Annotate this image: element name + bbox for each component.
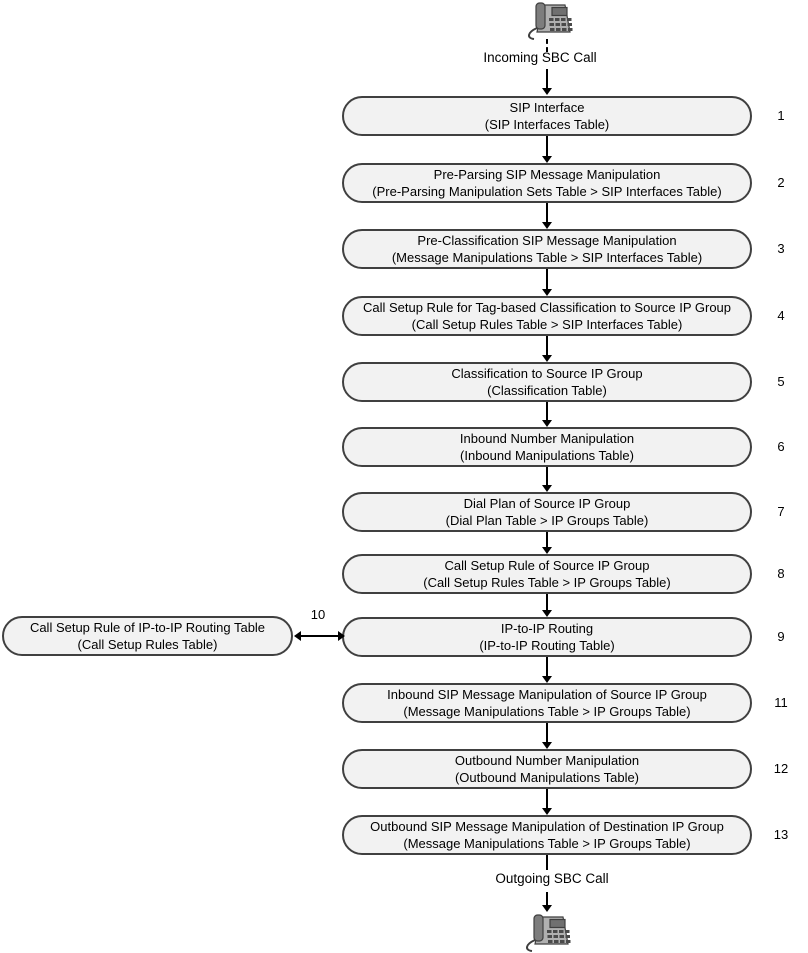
flow-arrow-down <box>542 136 552 163</box>
step-box-12: Outbound Number Manipulation (Outbound Ma… <box>342 749 752 789</box>
side-branch-box: Call Setup Rule of IP-to-IP Routing Tabl… <box>2 616 293 656</box>
step-box-5: Classification to Source IP Group (Classi… <box>342 362 752 402</box>
step-subtitle: (Outbound Manipulations Table) <box>454 770 640 785</box>
step-title: IP-to-IP Routing <box>500 621 594 636</box>
step-number-6: 6 <box>777 439 785 454</box>
side-branch-title: Call Setup Rule of IP-to-IP Routing Tabl… <box>29 620 266 635</box>
step-title: Outbound Number Manipulation <box>454 753 640 768</box>
outgoing-phone-icon <box>521 914 573 953</box>
step-subtitle: (Call Setup Rules Table > IP Groups Tabl… <box>423 575 671 590</box>
flow-arrow-down <box>542 467 552 492</box>
flow-arrow-down <box>542 532 552 554</box>
flow-arrow-down <box>542 69 552 95</box>
step-subtitle: (Message Manipulations Table > SIP Inter… <box>391 250 703 265</box>
outgoing-call-label: Outgoing SBC Call <box>495 871 609 886</box>
step-subtitle: (Dial Plan Table > IP Groups Table) <box>445 513 649 528</box>
flow-arrow-down <box>542 336 552 362</box>
flow-arrow-down <box>542 203 552 229</box>
step-title: Pre-Parsing SIP Message Manipulation <box>433 167 661 182</box>
step-number-10: 10 <box>310 607 326 622</box>
step-box-3: Pre-Classification SIP Message Manipulat… <box>342 229 752 269</box>
step-number-7: 7 <box>777 504 785 519</box>
step-subtitle: (Call Setup Rules Table > SIP Interfaces… <box>411 317 683 332</box>
step-subtitle: (Message Manipulations Table > IP Groups… <box>403 704 691 719</box>
step-subtitle: (IP-to-IP Routing Table) <box>479 638 615 653</box>
side-branch-subtitle: (Call Setup Rules Table) <box>77 637 218 652</box>
flow-arrow-down <box>542 789 552 815</box>
step-number-12: 12 <box>773 761 789 776</box>
step-box-13: Outbound SIP Message Manipulation of Des… <box>342 815 752 855</box>
bidirectional-arrow-10 <box>294 631 345 641</box>
step-number-13: 13 <box>773 827 789 842</box>
step-box-9: IP-to-IP Routing (IP-to-IP Routing Table) <box>342 617 752 657</box>
step-box-4: Call Setup Rule for Tag-based Classifica… <box>342 296 752 336</box>
step-title: Pre-Classification SIP Message Manipulat… <box>417 233 677 248</box>
step-title: Inbound Number Manipulation <box>459 431 635 446</box>
step-subtitle: (Pre-Parsing Manipulation Sets Table > S… <box>372 184 722 199</box>
flow-arrow-down <box>542 402 552 427</box>
incoming-call-label: Incoming SBC Call <box>483 50 597 65</box>
flow-arrow-down <box>542 892 552 912</box>
incoming-phone-icon <box>523 2 575 45</box>
step-box-6: Inbound Number Manipulation (Inbound Mani… <box>342 427 752 467</box>
step-subtitle: (Classification Table) <box>487 383 607 398</box>
step-number-4: 4 <box>777 308 785 323</box>
step-title: Call Setup Rule for Tag-based Classifica… <box>362 300 732 315</box>
flow-arrow-down <box>542 269 552 296</box>
step-number-8: 8 <box>777 566 785 581</box>
flow-line <box>546 855 548 870</box>
step-title: Outbound SIP Message Manipulation of Des… <box>370 819 724 834</box>
phone-connector-dashed-line <box>546 39 548 52</box>
step-number-9: 9 <box>777 629 785 644</box>
step-box-7: Dial Plan of Source IP Group (Dial Plan T… <box>342 492 752 532</box>
step-box-2: Pre-Parsing SIP Message Manipulation (Pre… <box>342 163 752 203</box>
step-title: Call Setup Rule of Source IP Group <box>444 558 650 573</box>
step-box-1: SIP Interface (SIP Interfaces Table) <box>342 96 752 136</box>
step-number-3: 3 <box>777 241 785 256</box>
step-title: Dial Plan of Source IP Group <box>463 496 631 511</box>
step-box-11: Inbound SIP Message Manipulation of Sour… <box>342 683 752 723</box>
flow-arrow-down <box>542 657 552 683</box>
step-box-8: Call Setup Rule of Source IP Group (Call … <box>342 554 752 594</box>
step-number-2: 2 <box>777 175 785 190</box>
step-title: Inbound SIP Message Manipulation of Sour… <box>387 687 707 702</box>
flow-arrow-down <box>542 594 552 617</box>
step-subtitle: (Message Manipulations Table > IP Groups… <box>403 836 691 851</box>
step-number-5: 5 <box>777 374 785 389</box>
step-title: SIP Interface <box>509 100 585 115</box>
step-subtitle: (Inbound Manipulations Table) <box>460 448 634 463</box>
step-number-1: 1 <box>777 108 785 123</box>
step-number-11: 11 <box>774 695 788 710</box>
step-subtitle: (SIP Interfaces Table) <box>484 117 610 132</box>
step-title: Classification to Source IP Group <box>451 366 643 381</box>
flow-arrow-down <box>542 723 552 749</box>
